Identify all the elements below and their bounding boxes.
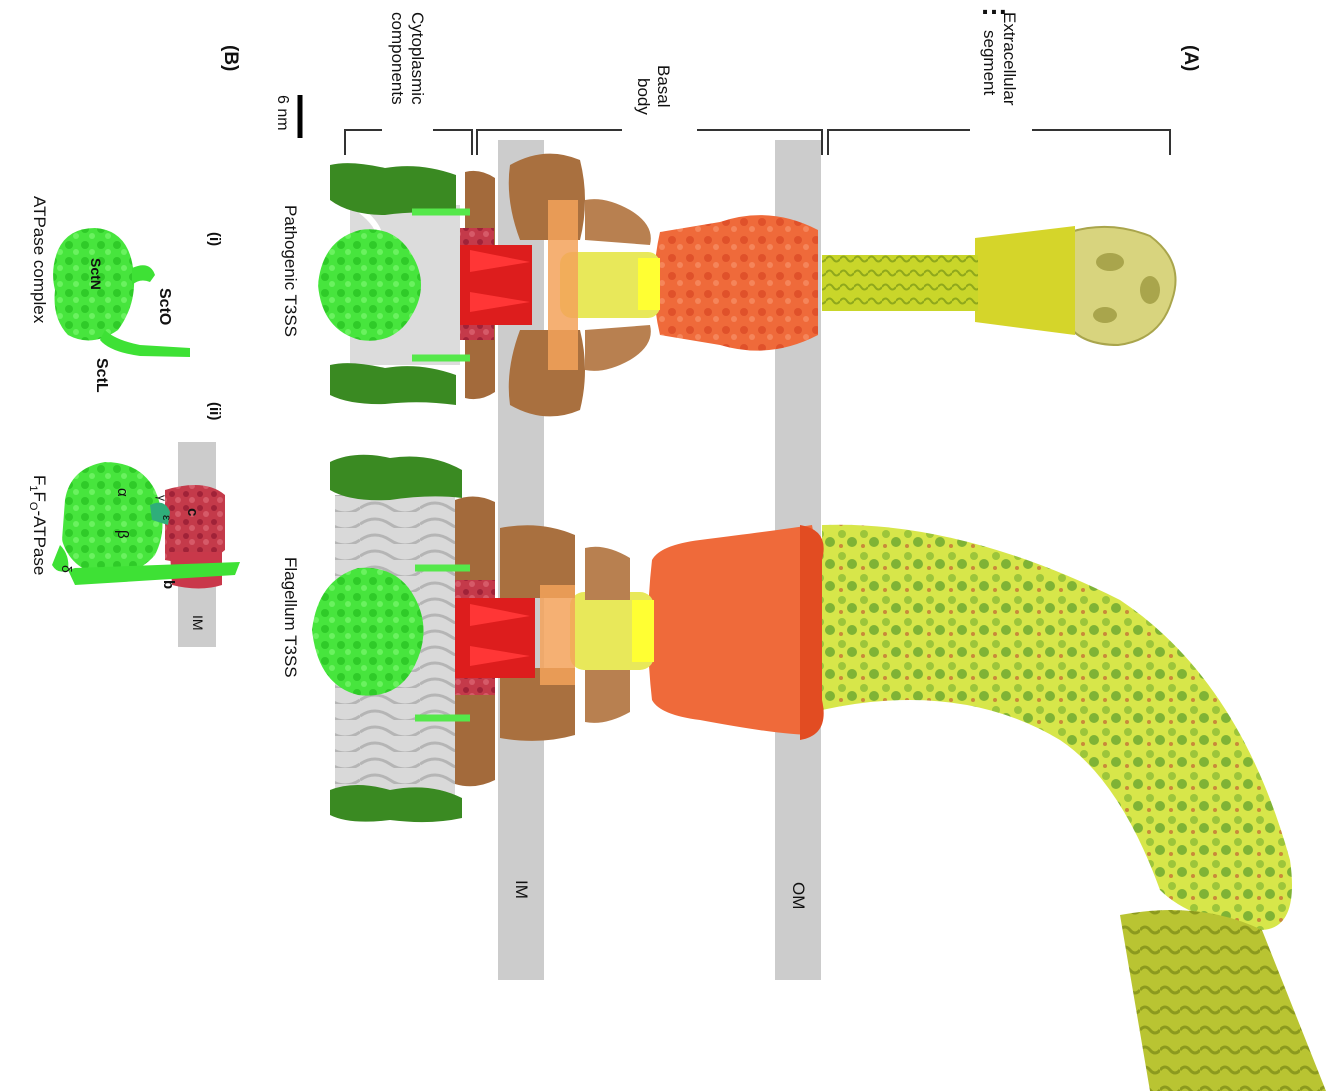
sorting-platform-left [330,163,456,215]
svg-text:Basal: Basal [654,65,673,108]
c-ring-cap-left [330,455,462,500]
sctl-label: SctL [93,358,110,393]
flagellar-atpase [312,568,424,696]
pathogenic-t3ss-label: Pathogenic T3SS [281,205,300,337]
extracellular-label: Extracellular segment [980,12,1019,106]
fo-subunit-c [165,485,225,562]
subunit-epsilon-label: ε [160,515,174,521]
atpase-core [318,229,421,340]
f1fo-atpase-caption: F1FO-ATPase [27,475,49,575]
om-label: OM [789,882,808,909]
panel-b-im-label: IM [190,615,206,631]
panel-b-label: (B) [220,45,241,71]
sctn-label: SctN [88,258,104,290]
atpase-complex-caption: ATPase complex [30,196,49,324]
sorting-platform-right [330,363,456,405]
panel-b-i: (i) SctN SctO SctL ATPase complex [30,196,223,393]
panel-b-ii-label: (ii) [206,402,223,420]
region-brackets [345,130,1170,155]
subunit-beta-label: β [114,530,131,539]
flagellar-filament [1120,910,1326,1091]
flagellar-hook [822,525,1292,930]
svg-text:Extracellular: Extracellular [1000,12,1019,106]
svg-text:Cytoplasmic: Cytoplasmic [408,12,427,105]
svg-text:segment: segment [980,30,999,95]
cytoplasmic-label: Cytoplasmic components [388,12,427,105]
subunit-b-label: b [160,580,177,589]
subunit-alpha-label: α [114,488,131,497]
subunit-c-label: c [184,508,201,516]
needle-filament [822,255,978,311]
secretin-ring [654,215,818,351]
needle-adapter [975,226,1075,335]
basal-body-label: Basal body [634,65,673,115]
pathogenic-t3ss [318,154,1176,417]
panel-b-i-label: (i) [206,232,223,246]
panel-b-ii: (ii) IM c a α β γ ε δ b F1FO-ATPase [27,402,240,647]
panel-a-label: (A) [1180,45,1201,71]
scto-label: SctO [156,288,173,325]
svg-text:body: body [634,78,653,115]
lp-ring [648,525,821,735]
subunit-delta-label: δ [59,565,75,573]
subunit-gamma-label: γ [155,495,169,501]
f1-head [62,462,163,575]
im-label: IM [512,880,531,899]
scale-bar-label: 6 nm [274,95,291,131]
header-cropped-text: … [980,0,1008,20]
flagellum-t3ss-label: Flagellum T3SS [281,557,300,678]
svg-text:components: components [388,12,407,105]
